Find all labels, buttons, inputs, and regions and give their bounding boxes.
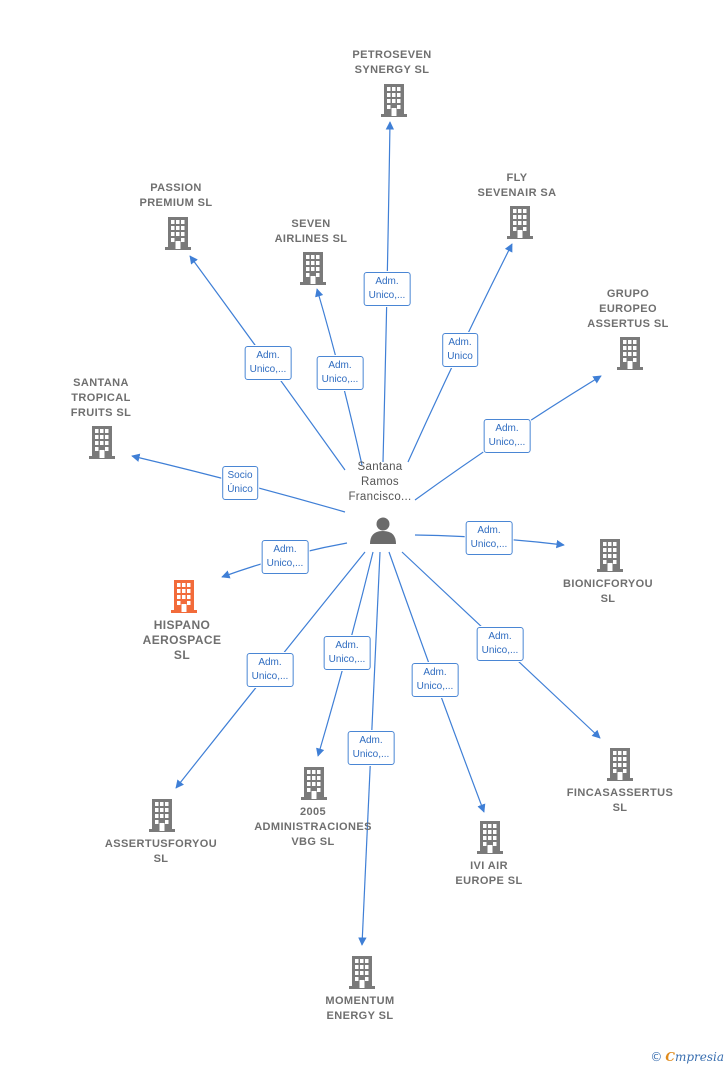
brand-name: mpresia <box>674 1050 724 1064</box>
company-name-momentum[interactable]: MOMENTUM ENERGY SL <box>325 995 395 1022</box>
relation-label-santana[interactable]: Socio Único <box>222 466 258 500</box>
building-icon[interactable] <box>595 537 625 578</box>
building-icon[interactable] <box>87 424 117 465</box>
building-icon[interactable] <box>605 746 635 787</box>
building-icon[interactable] <box>147 797 177 838</box>
relation-label-assertus[interactable]: Adm. Unico,... <box>246 653 294 687</box>
company-name-santana[interactable]: SANTANA TROPICAL FRUITS SL <box>70 377 132 419</box>
company-name-bionic[interactable]: BIONICFORYOU SL <box>563 578 653 605</box>
relation-label-grupo[interactable]: Adm. Unico,... <box>483 419 531 453</box>
company-name-assertus[interactable]: ASSERTUSFORYOU SL <box>104 838 218 865</box>
company-name-iviair[interactable]: IVI AIR EUROPE SL <box>455 860 523 887</box>
relation-label-finca[interactable]: Adm. Unico,... <box>476 627 524 661</box>
person-icon-head <box>376 517 390 531</box>
brand-initial: C <box>665 1050 675 1064</box>
building-icon[interactable] <box>505 204 535 245</box>
relation-label-bionic[interactable]: Adm. Unico,... <box>465 521 513 555</box>
relation-label-admin2005[interactable]: Adm. Unico,... <box>323 636 371 670</box>
relation-label-iviair[interactable]: Adm. Unico,... <box>411 663 459 697</box>
building-icon[interactable] <box>347 954 377 995</box>
company-name-petroseven[interactable]: PETROSEVEN SYNERGY SL <box>352 49 432 76</box>
relation-label-petroseven[interactable]: Adm. Unico,... <box>363 272 411 306</box>
empresia-logo: ©Cmpresia <box>650 1050 724 1064</box>
relation-label-fly[interactable]: Adm. Unico <box>442 333 478 367</box>
building-icon[interactable] <box>298 250 328 291</box>
building-icon[interactable] <box>475 819 505 860</box>
building-icon[interactable] <box>299 765 329 806</box>
building-icon[interactable] <box>163 215 193 256</box>
company-name-hispano[interactable]: HISPANO AEROSPACE SL <box>142 618 222 662</box>
person-icon[interactable] <box>370 531 396 544</box>
company-name-finca[interactable]: FINCASASSERTUS SL <box>566 787 674 814</box>
copyright-symbol: © <box>650 1050 663 1064</box>
company-name-grupo[interactable]: GRUPO EUROPEO ASSERTUS SL <box>587 288 669 330</box>
company-name-admin2005[interactable]: 2005 ADMINISTRACIONES VBG SL <box>254 806 372 848</box>
company-name-fly[interactable]: FLY SEVENAIR SA <box>477 172 557 199</box>
relation-label-hispano[interactable]: Adm. Unico,... <box>261 540 309 574</box>
relation-label-passion[interactable]: Adm. Unico,... <box>244 346 292 380</box>
company-name-seven[interactable]: SEVEN AIRLINES SL <box>274 218 348 245</box>
building-icon[interactable] <box>169 578 199 619</box>
relation-label-seven[interactable]: Adm. Unico,... <box>316 356 364 390</box>
relation-label-momentum[interactable]: Adm. Unico,... <box>347 731 395 765</box>
person-name[interactable]: Santana Ramos Francisco... <box>348 461 412 503</box>
building-icon[interactable] <box>615 335 645 376</box>
company-name-passion[interactable]: PASSION PREMIUM SL <box>139 182 213 209</box>
building-icon[interactable] <box>379 82 409 123</box>
